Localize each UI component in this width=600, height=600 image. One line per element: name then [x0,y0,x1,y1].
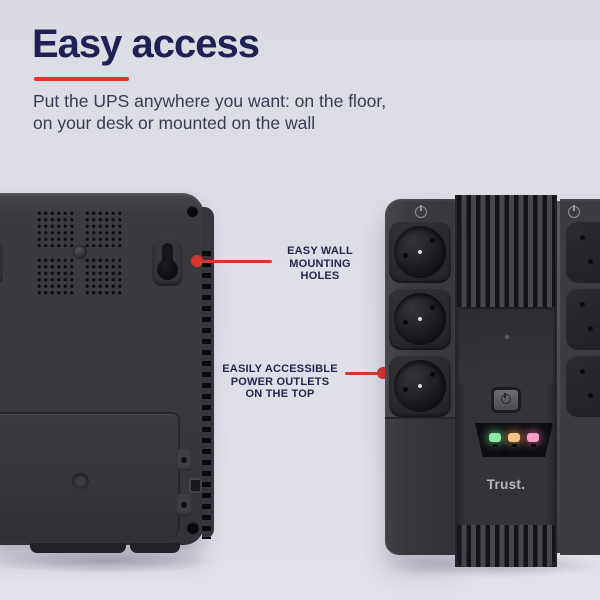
vent-fins-top [457,195,555,307]
outlet-partial [566,288,600,350]
battery-cover [0,412,180,541]
rubber-foot [30,543,126,553]
schuko-outlet [389,355,451,417]
page-title: Easy access [32,22,260,66]
leader-line [200,260,272,263]
outlet-highlight [418,250,422,254]
led-amber-light [508,433,520,442]
callout-wall-mounting: EASY WALL MOUNTING HOLES [270,245,370,283]
screw [73,245,87,259]
latch [189,478,202,493]
corner-hole [187,522,199,534]
outlet-pin-hole [588,393,593,398]
outlet-column-left [385,199,455,555]
outlet-highlight [418,384,422,388]
led-amber [508,433,520,447]
title-underline [34,77,129,81]
center-column: Trust. [455,195,557,567]
led-icon [492,444,498,447]
led-icon [530,444,536,447]
corner-hole [187,206,198,217]
callout-line: MOUNTING [289,257,351,270]
led-green-light [489,433,501,442]
status-led-panel [475,423,553,457]
led-pink [527,433,539,447]
screw-plate [176,449,192,471]
outlet-pin-hole [430,305,435,310]
led-icon [511,444,517,447]
vent-holes [36,257,76,296]
side-vents [202,251,211,539]
schuko-outlet [389,221,451,283]
outlet-well [394,226,446,278]
led-pink-light [527,433,539,442]
keyhole-hole [157,259,178,280]
ups-bottom-face [0,193,204,545]
leader-line [345,372,381,375]
subtitle-line-1: Put the UPS anywhere you want: on the fl… [33,91,387,111]
power-button [491,387,521,413]
outlet-pin-hole [403,387,408,392]
screw [72,473,89,490]
schuko-outlet [389,288,451,350]
power-icon [415,205,427,218]
callout-line: POWER OUTLETS [230,375,330,388]
outlet-pin-hole [588,326,593,331]
screw [181,502,187,508]
screw-plate [176,494,192,516]
power-icon-tick [419,205,422,211]
outlet-well [394,293,446,345]
outlet-pin-hole [430,238,435,243]
led-green [489,433,501,447]
outlet-pin-hole [580,369,585,374]
vent-holes [84,257,124,296]
leader-dot [191,255,203,267]
outlet-pin-hole [403,253,408,258]
outlet-pin-hole [580,235,585,240]
outlet-highlight [418,317,422,321]
keyhole-slot [162,243,173,268]
rubber-foot [130,543,180,553]
screw [181,457,187,463]
panel-indicator-dot [505,335,509,339]
front-panel [459,307,553,383]
callout-power-outlets: EASILY ACCESSIBLE POWER OUTLETS ON THE T… [212,363,348,401]
ups-bottom-view [0,193,215,559]
callout-line: EASILY ACCESSIBLE [222,363,338,375]
callout-line: HOLES [300,270,340,282]
base-seam [385,417,455,419]
outlet-pin-hole [403,320,408,325]
ups-front-view: Trust. [385,195,600,567]
brand-logo: Trust. [486,477,526,492]
vent-holes [36,210,76,247]
column-separator [557,201,560,553]
base-section [385,419,455,555]
outlet-well [394,360,446,412]
wall-mount-keyhole [0,238,3,286]
power-icon-tick [572,205,575,211]
outlet-partial [566,355,600,417]
callout-line: ON THE TOP [245,388,315,400]
callout-line: EASY WALL [287,245,353,257]
subtitle-line-2: on your desk or mounted on the wall [33,113,316,133]
vent-fins-bottom [457,525,555,567]
outlet-column-right [560,199,600,555]
wall-mount-keyhole [152,238,183,286]
power-icon [568,205,580,218]
vent-holes [84,210,124,247]
outlet-partial [566,221,600,283]
outlet-pin-hole [588,259,593,264]
device-side-edge [202,207,214,539]
outlet-pin-hole [580,302,585,307]
outlet-pin-hole [430,372,435,377]
power-icon-tick [504,393,506,398]
power-icon [500,393,511,404]
